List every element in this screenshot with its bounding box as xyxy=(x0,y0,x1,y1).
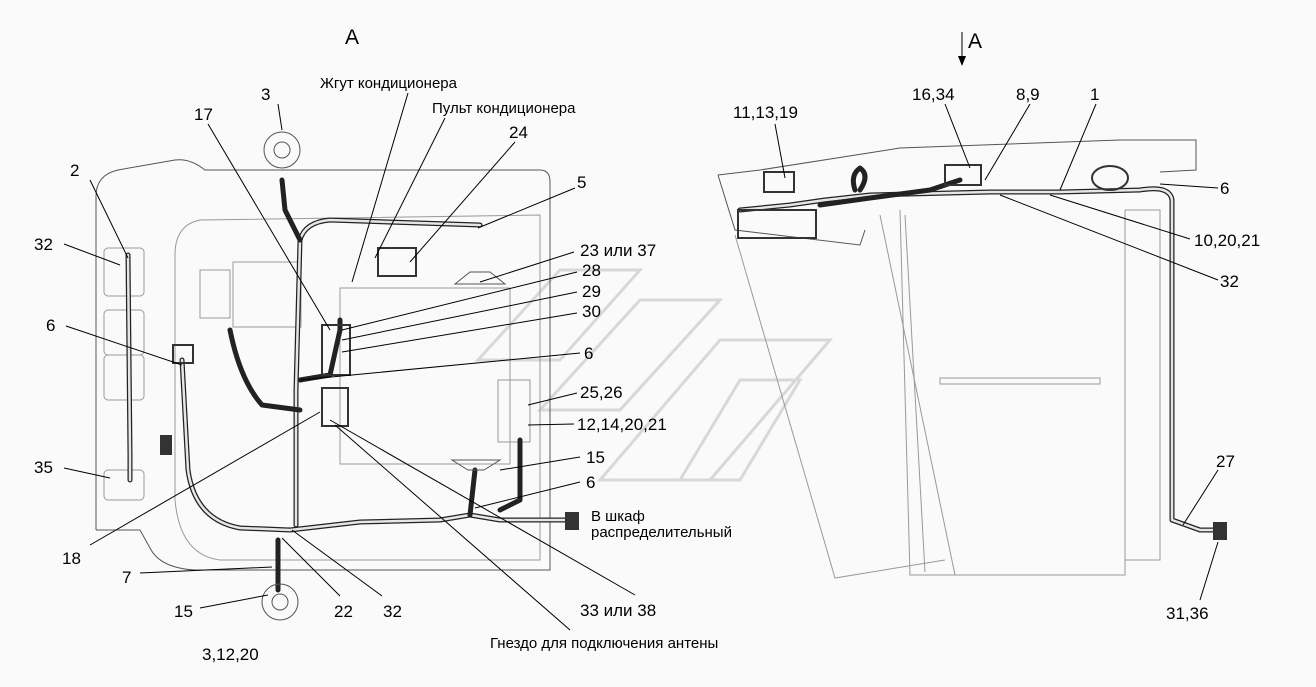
door-rail xyxy=(939,377,1101,385)
callout-10-20-21: 10,20,21 xyxy=(1194,231,1260,250)
note-panel: Пульт кондиционера xyxy=(432,100,576,117)
callout-6: 6 xyxy=(46,316,55,335)
watermark xyxy=(474,268,834,482)
note-cabinet-2: распределительный xyxy=(591,524,732,541)
left-view: А xyxy=(34,26,732,664)
callout-32r: 32 xyxy=(1220,272,1239,291)
callout-15: 15 xyxy=(174,602,193,621)
callout-35: 35 xyxy=(34,458,53,477)
roof-outline xyxy=(717,139,1197,176)
callout-22: 22 xyxy=(334,602,353,621)
callout-27: 27 xyxy=(1216,452,1235,471)
cab-inner-outline xyxy=(174,214,541,561)
note-cabinet-1: В шкаф xyxy=(591,508,645,525)
left-side-fixtures xyxy=(103,247,145,501)
callout-30: 30 xyxy=(582,302,601,321)
callout-24: 24 xyxy=(509,123,528,142)
right-view: А 11,13,1 xyxy=(717,30,1260,623)
note-antenna: Гнездо для подключения антены xyxy=(490,635,718,652)
speaker-bottom xyxy=(261,583,299,621)
note-harness: Жгут кондиционера xyxy=(320,75,458,92)
callout-6r: 6 xyxy=(1220,179,1229,198)
rear-panel xyxy=(339,287,511,465)
callout-8-9: 8,9 xyxy=(1016,85,1040,104)
control-unit xyxy=(497,379,531,443)
callout-1: 1 xyxy=(1090,85,1099,104)
callout-7: 7 xyxy=(122,568,131,587)
lamp-lower xyxy=(450,459,502,471)
callout-5: 5 xyxy=(577,173,586,192)
view-label-left: А xyxy=(345,26,359,49)
view-label-right: А xyxy=(968,30,982,53)
callout-6c: 6 xyxy=(586,473,595,492)
callout-17: 17 xyxy=(194,105,213,124)
ac-panel xyxy=(377,247,417,277)
callout-31-36: 31,36 xyxy=(1166,604,1209,623)
callout-28: 28 xyxy=(582,261,601,280)
callout-25-26: 25,26 xyxy=(580,383,623,402)
callout-3: 3 xyxy=(261,85,270,104)
seat-block xyxy=(232,261,302,328)
speaker-top xyxy=(263,131,301,169)
side-block xyxy=(199,269,231,319)
connector xyxy=(160,435,172,455)
cab-outline xyxy=(95,159,551,571)
roof-beacon xyxy=(1091,165,1129,191)
callout-32: 32 xyxy=(34,235,53,254)
callout-6b: 6 xyxy=(584,344,593,363)
callout-3-12-20: 3,12,20 xyxy=(202,645,259,664)
callout-29: 29 xyxy=(582,282,601,301)
antenna-box xyxy=(321,387,349,427)
callout-23: 23 или 37 xyxy=(580,241,656,260)
leader-lines-right xyxy=(774,103,1219,601)
callout-15b: 15 xyxy=(586,448,605,467)
relay-block xyxy=(321,324,351,376)
connector-right xyxy=(1213,522,1227,540)
lamp-upper xyxy=(453,271,507,285)
callout-2: 2 xyxy=(70,161,79,180)
callout-16-34: 16,34 xyxy=(912,85,955,104)
callout-18: 18 xyxy=(62,549,81,568)
leader-lines-left xyxy=(63,92,636,631)
callout-11-13-19: 11,13,19 xyxy=(733,103,798,122)
callout-33-38: 33 или 38 xyxy=(580,601,656,620)
connector-cabinet xyxy=(565,512,579,530)
callout-12-14-20-21: 12,14,20,21 xyxy=(577,415,667,434)
callout-32b: 32 xyxy=(383,602,402,621)
roof-ac-unit xyxy=(737,209,817,239)
